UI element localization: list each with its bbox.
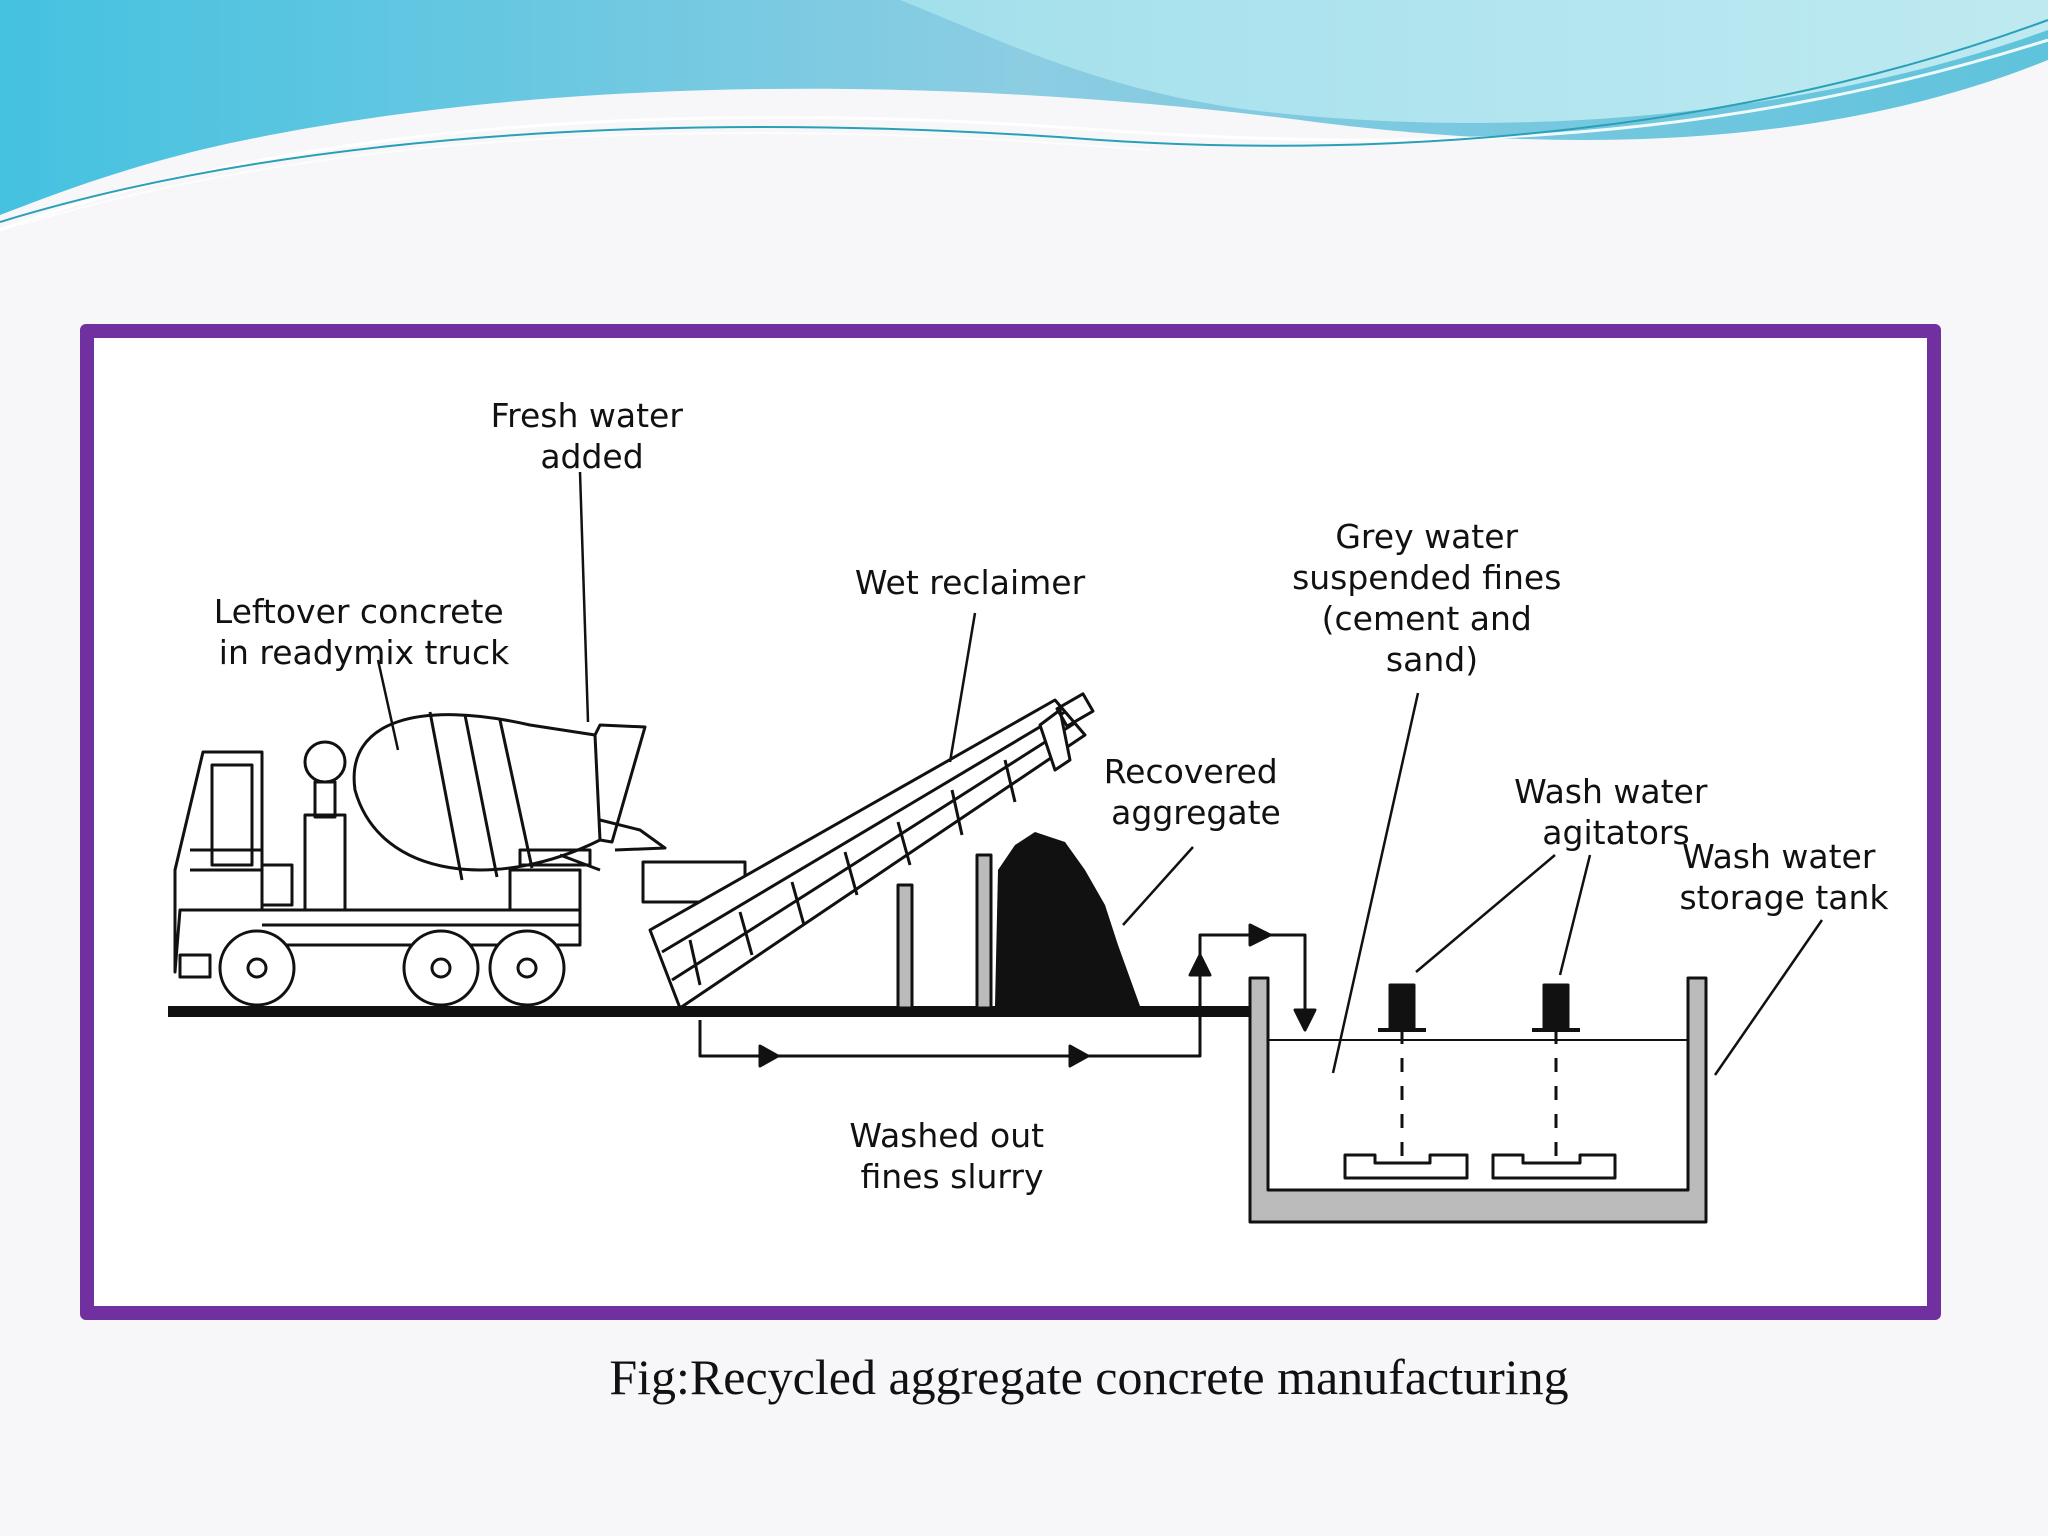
label-washed-out-fines-slurry: Washed out fines slurry xyxy=(849,1116,1054,1196)
label-leftover-concrete: Leftover concrete in readymix truck xyxy=(214,592,514,672)
ground-line xyxy=(168,1006,1255,1017)
label-wash-water-storage-tank: Wash water storage tank xyxy=(1679,837,1889,917)
recovered-aggregate-pile xyxy=(995,832,1140,1006)
header-wave-banner xyxy=(0,0,2048,232)
label-fresh-water: Fresh water added xyxy=(491,396,694,476)
label-wash-water-agitators: Wash water agitators xyxy=(1514,772,1718,852)
wash-water-storage-tank xyxy=(1248,976,1708,1224)
slurry-pipe xyxy=(698,923,1317,1068)
wet-reclaimer xyxy=(641,692,1095,1010)
readymix-truck xyxy=(173,711,667,1007)
label-grey-water: Grey water suspended fines (cement and s… xyxy=(1292,517,1572,679)
leader-lines xyxy=(376,471,1824,1076)
label-recovered-aggregate: Recovered aggregate xyxy=(1104,752,1289,832)
figure-caption: Fig:Recycled aggregate concrete manufact… xyxy=(609,1349,1569,1405)
label-wet-reclaimer: Wet reclaimer xyxy=(855,563,1086,602)
